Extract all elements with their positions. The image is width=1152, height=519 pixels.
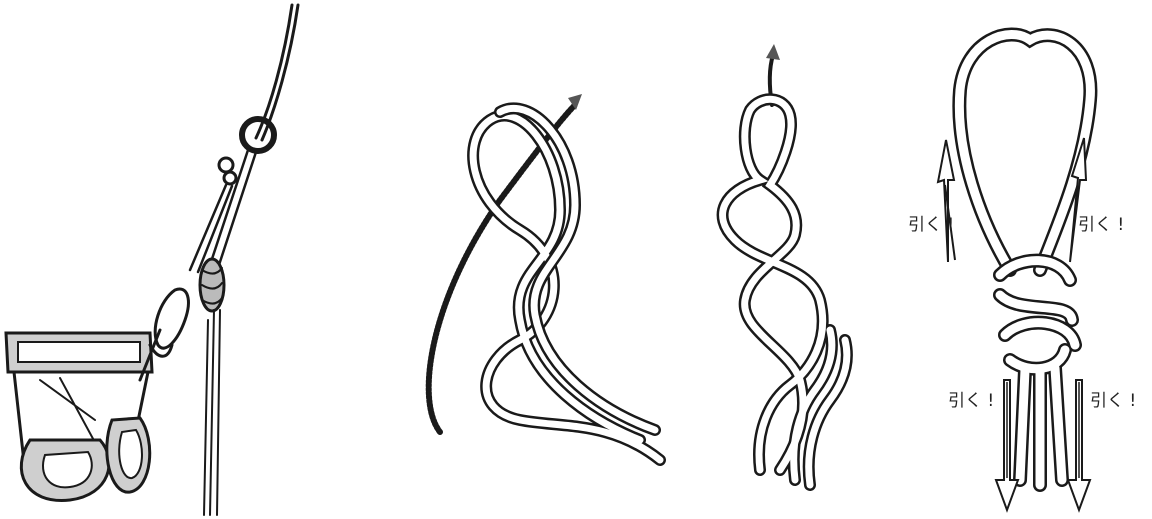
pull-label-upper-left: 引く ! (908, 210, 954, 235)
figure-eight-start-illustration (410, 0, 700, 519)
pull-arrow-upper-left (938, 140, 955, 262)
pull-label-lower-left: 引く ! (948, 386, 994, 411)
pull-label-lower-right: 引く ! (1090, 386, 1136, 411)
figure-eight-dressed-illustration (700, 0, 880, 519)
pull-label-upper-right: 引く ! (1078, 210, 1124, 235)
pull-arrow-lower-right (1068, 380, 1090, 510)
figure-eight-tightened-illustration (900, 0, 1152, 519)
harness-belay-illustration (0, 0, 300, 519)
